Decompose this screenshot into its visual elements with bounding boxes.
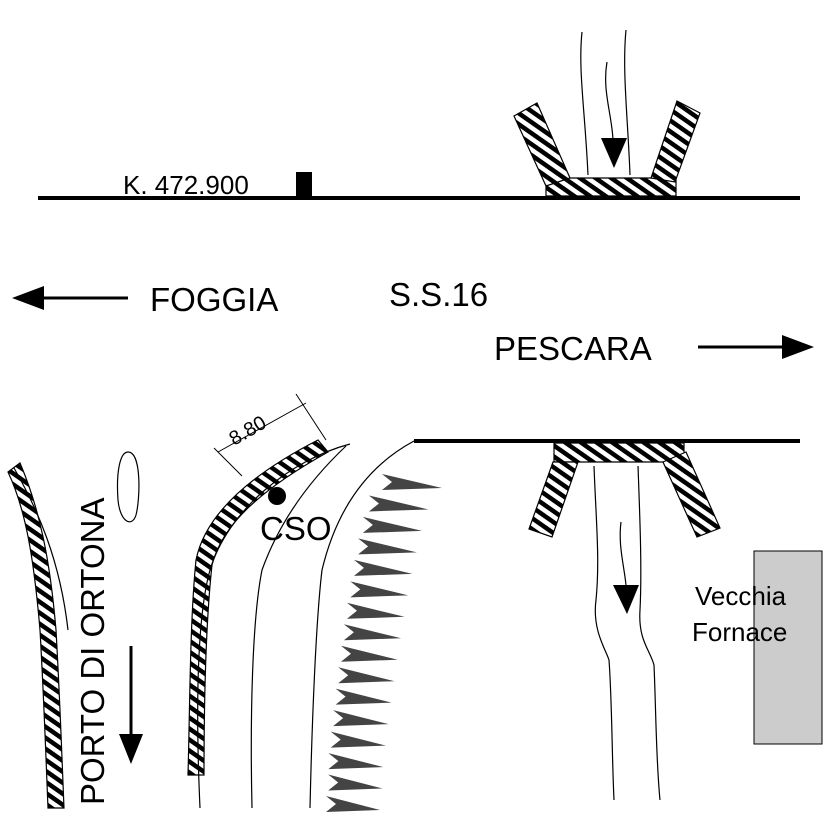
stream-bank-south-east — [637, 465, 661, 801]
pescara-label: PESCARA — [494, 330, 652, 367]
road-name-label: S.S.16 — [389, 276, 488, 313]
small-island — [116, 451, 140, 523]
riprap-triangle — [368, 495, 429, 512]
riprap-triangle — [326, 796, 380, 812]
cso-label: CSO — [260, 510, 332, 547]
channel-width-dimension: 8.80 — [213, 393, 327, 477]
riprap-triangle — [338, 667, 395, 684]
culvert-wingwall-sw — [528, 461, 579, 538]
dimension-line — [217, 402, 307, 453]
riprap-triangle — [358, 538, 417, 555]
culvert-wingwall-ne — [650, 100, 701, 183]
breakwater-edge — [13, 467, 69, 631]
foggia-label: FOGGIA — [150, 281, 278, 318]
stream-bank-north-east — [624, 29, 631, 176]
channel-wall-hatched — [187, 439, 329, 776]
flow-arrow-south — [619, 521, 627, 586]
riprap-triangle — [343, 624, 402, 641]
building-label-line2: Fornace — [692, 617, 787, 647]
dimension-extension-left — [213, 447, 243, 477]
vecchia-fornace: Vecchia Fornace — [692, 550, 823, 745]
channel-bank-2 — [250, 445, 347, 809]
riprap-triangle — [333, 710, 389, 727]
channel-bank-3 — [309, 440, 415, 809]
dimension-label: 8.80 — [226, 412, 271, 451]
arrow-east-icon — [782, 335, 814, 359]
flow-arrowhead-south — [613, 585, 639, 614]
culvert-headwall-south — [553, 442, 685, 463]
direction-foggia: FOGGIA — [12, 281, 278, 318]
riprap-triangle — [330, 731, 386, 748]
culvert-wingwall-nw — [513, 102, 571, 187]
riprap-triangle — [328, 774, 383, 791]
riprap-triangle — [350, 581, 409, 598]
riprap-triangle — [362, 516, 423, 533]
riprap-triangle — [353, 559, 413, 576]
flow-arrowhead-north — [601, 138, 627, 168]
direction-harbour-arrow — [119, 646, 143, 764]
riprap-triangle — [328, 753, 384, 770]
milestone-marker — [296, 172, 312, 198]
channel-bank-1 — [197, 443, 351, 809]
north-culvert — [513, 29, 701, 197]
dimension-extension-right — [295, 393, 327, 441]
milestone-label: K. 472.900 — [123, 170, 249, 200]
culvert-headwall-north — [545, 177, 677, 197]
arrow-west-icon — [12, 286, 44, 310]
riprap-slope — [326, 474, 442, 812]
south-culvert — [528, 442, 721, 801]
building-label-line1: Vecchia — [695, 581, 787, 611]
stream-bank-south-west — [593, 465, 615, 801]
outfall-channel — [187, 439, 415, 809]
riprap-triangle — [382, 474, 442, 490]
harbour-breakwater — [7, 462, 69, 809]
harbour-label: PORTO DI ORTONA — [74, 498, 111, 805]
flow-arrow-north — [605, 61, 614, 141]
direction-pescara: PESCARA — [494, 330, 814, 367]
stream-bank-north-west — [580, 31, 589, 176]
riprap-triangle — [335, 688, 392, 705]
riprap-triangle — [346, 602, 405, 619]
building-footprint — [753, 550, 823, 745]
cso-point — [268, 487, 286, 505]
culvert-wingwall-se — [662, 451, 721, 538]
breakwater-hatched — [7, 462, 65, 809]
riprap-triangle — [340, 645, 398, 662]
arrow-south-icon — [119, 734, 143, 764]
